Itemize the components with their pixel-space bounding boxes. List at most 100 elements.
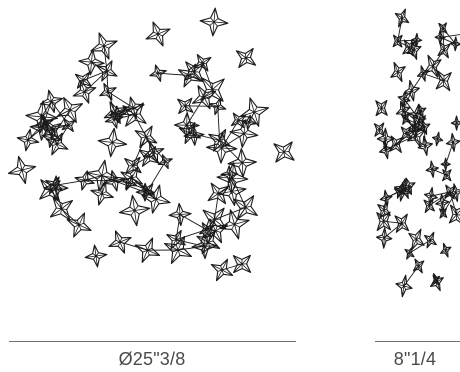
star-element: [118, 194, 151, 227]
depth-dimension-label: 8"1/4: [393, 349, 437, 369]
star-element: [375, 227, 393, 249]
connecting-rod: [132, 136, 147, 166]
star-element: [41, 127, 62, 148]
star-element: [241, 114, 257, 130]
star-element: [392, 34, 403, 48]
star-element: [104, 109, 124, 129]
connecting-rod: [107, 91, 116, 113]
star-element: [394, 8, 410, 28]
star-element: [395, 274, 413, 298]
star-element: [219, 209, 250, 240]
star-element: [435, 193, 450, 213]
star-element: [149, 64, 167, 82]
star-element: [191, 233, 218, 260]
connecting-rod: [383, 220, 402, 224]
star-element: [233, 195, 258, 220]
connecting-rod: [61, 208, 80, 226]
star-element: [389, 135, 403, 154]
star-element: [141, 184, 171, 214]
star-element: [210, 258, 234, 282]
star-element: [416, 65, 430, 82]
star-element: [183, 61, 205, 83]
star-element: [90, 181, 114, 206]
star-element: [445, 132, 460, 152]
connecting-rod: [409, 239, 431, 254]
star-element: [192, 85, 217, 110]
connecting-rod: [84, 175, 103, 181]
star-element: [7, 155, 37, 185]
star-element: [390, 61, 406, 83]
star-element: [404, 246, 415, 260]
star-element: [108, 230, 132, 254]
star-element: [411, 32, 423, 48]
star-element: [435, 70, 452, 92]
connecting-rod: [207, 219, 215, 243]
star-element: [134, 237, 161, 263]
star-element: [49, 197, 74, 221]
star-element: [203, 218, 229, 244]
star-element: [66, 212, 92, 238]
star-element: [97, 127, 128, 158]
connecting-rod: [107, 91, 134, 109]
star-element: [393, 178, 412, 202]
star-element: [96, 60, 118, 82]
star-element: [39, 89, 64, 113]
star-element: [227, 148, 257, 178]
star-element: [417, 135, 434, 156]
star-element: [397, 90, 411, 108]
star-element: [449, 36, 460, 52]
star-element: [407, 123, 426, 148]
star-element: [431, 274, 441, 286]
star-element: [134, 125, 158, 149]
star-element: [273, 141, 295, 163]
star-element: [448, 204, 460, 224]
star-element: [415, 103, 427, 119]
star-element: [99, 82, 117, 101]
star-element: [121, 174, 138, 191]
star-element: [408, 228, 425, 251]
connecting-rod: [84, 70, 108, 93]
star-element: [412, 258, 425, 274]
star-element: [239, 97, 270, 127]
star-element: [205, 132, 238, 164]
star-element: [437, 41, 451, 59]
star-element: [434, 30, 446, 45]
connecting-rod: [202, 62, 213, 90]
star-element: [375, 99, 388, 117]
connecting-rod: [177, 245, 205, 251]
connecting-rod: [175, 214, 181, 240]
star-element: [157, 154, 173, 170]
star-element: [43, 175, 69, 201]
star-element: [142, 141, 165, 164]
star-element: [122, 102, 147, 127]
star-element: [74, 71, 92, 89]
side-view-drawing: [373, 8, 460, 298]
star-element: [450, 115, 460, 131]
star-element: [423, 231, 437, 249]
star-element: [440, 242, 452, 258]
connecting-rod: [132, 156, 150, 166]
star-element: [406, 40, 422, 60]
star-element: [439, 207, 448, 219]
connecting-rod: [144, 191, 157, 200]
star-element: [377, 201, 391, 219]
star-element: [200, 77, 225, 102]
star-element: [442, 169, 452, 182]
star-element: [163, 235, 193, 265]
star-element: [423, 186, 438, 206]
front-view-drawing: [7, 7, 295, 282]
star-element: [444, 184, 456, 200]
star-element: [208, 128, 231, 152]
star-element: [61, 118, 76, 133]
star-element: [440, 157, 451, 171]
star-element: [403, 79, 420, 102]
star-element: [230, 112, 247, 129]
star-element: [56, 96, 84, 124]
star-element: [425, 160, 439, 178]
star-element: [394, 213, 410, 233]
star-element: [74, 170, 95, 191]
star-element: [400, 126, 412, 141]
star-element: [168, 202, 192, 227]
star-element: [373, 122, 385, 137]
star-element: [232, 254, 252, 274]
